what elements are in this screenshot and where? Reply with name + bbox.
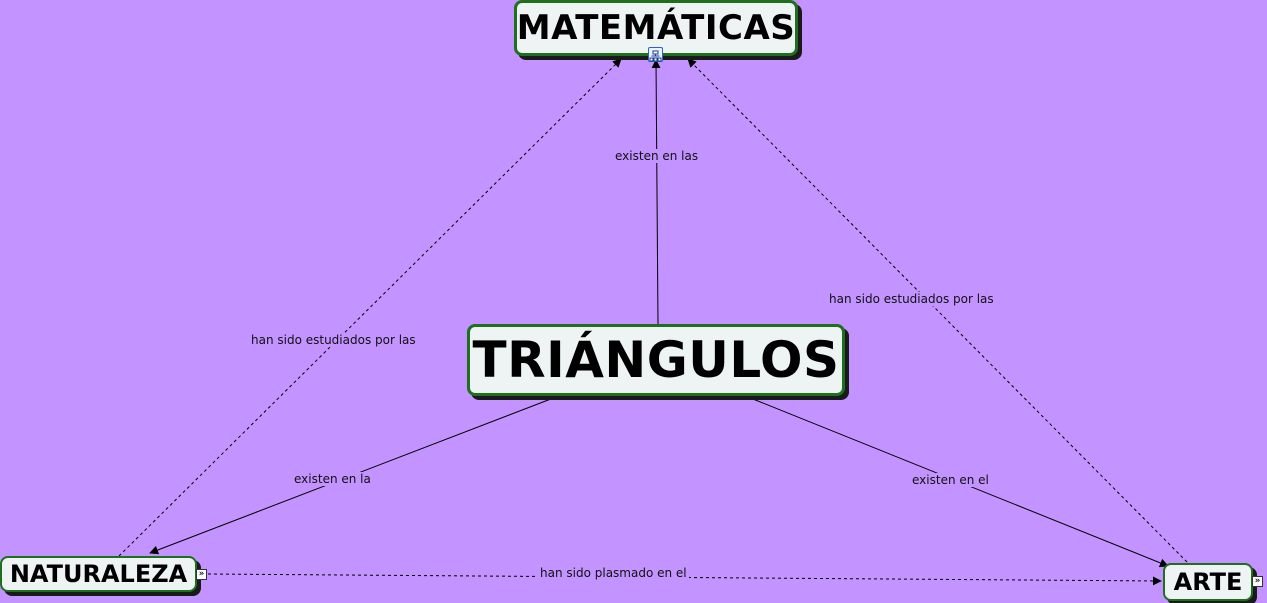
expand-icon[interactable]: » xyxy=(1252,576,1263,587)
link-label-existen-en-el: existen en el xyxy=(910,473,991,487)
concept-triangulos-label: TRIÁNGULOS xyxy=(472,331,840,389)
concept-naturaleza-label: NATURALEZA xyxy=(9,560,188,588)
expand-icon[interactable]: » xyxy=(196,569,207,580)
concept-naturaleza[interactable]: NATURALEZA xyxy=(0,556,197,592)
link-label-plasmado-en-el: han sido plasmado en el xyxy=(538,566,689,580)
concept-triangulos[interactable]: TRIÁNGULOS xyxy=(467,324,845,396)
concept-arte-label: ARTE xyxy=(1173,568,1243,596)
concept-matematicas[interactable]: MATEMÁTICAS xyxy=(514,0,798,56)
link-label-existen-en-la: existen en la xyxy=(292,472,373,486)
concept-matematicas-label: MATEMÁTICAS xyxy=(516,8,796,48)
link-label-estudiados-naturaleza: han sido estudiados por las xyxy=(249,333,418,347)
resource-glyph xyxy=(649,50,662,62)
concept-arte[interactable]: ARTE xyxy=(1163,563,1253,601)
line-arte-matematicas xyxy=(687,58,1188,563)
link-label-estudiados-arte: han sido estudiados por las xyxy=(827,292,996,306)
link-label-existen-en-las: existen en las xyxy=(613,149,701,163)
concept-map-resource-icon[interactable] xyxy=(648,47,663,62)
line-naturaleza-matematicas xyxy=(118,58,622,557)
line-triangulos-matematicas xyxy=(651,59,661,325)
